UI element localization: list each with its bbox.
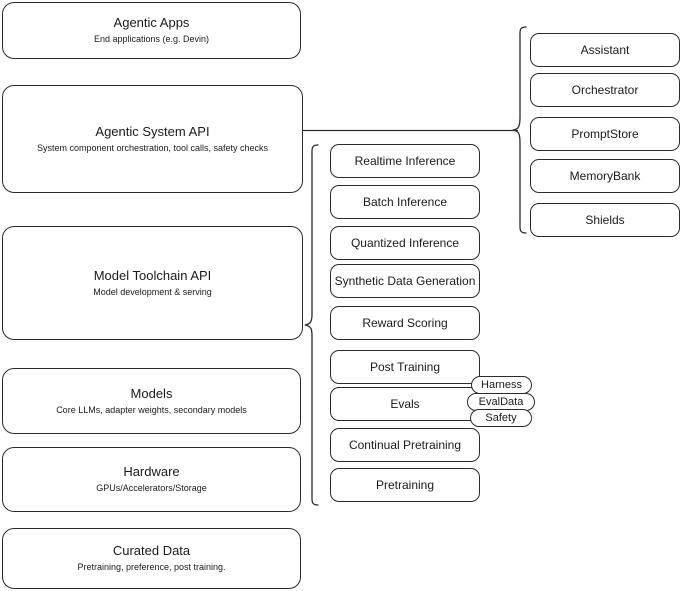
layer-subtitle: Core LLMs, adapter weights, secondary mo…	[56, 404, 247, 415]
component-label: Orchestrator	[571, 83, 639, 97]
component-orchestrator[interactable]: Orchestrator	[530, 73, 680, 107]
layer-box-hardware[interactable]: Hardware GPUs/Accelerators/Storage	[2, 447, 301, 512]
component-evals[interactable]: Evals	[330, 387, 480, 421]
component-promptstore[interactable]: PromptStore	[530, 117, 680, 151]
layer-title: Curated Data	[112, 543, 191, 558]
agentic-components-brace	[512, 22, 528, 244]
component-synthetic-data-generation[interactable]: Synthetic Data Generation	[330, 264, 480, 298]
component-label: Batch Inference	[362, 195, 448, 209]
component-quantized-inference[interactable]: Quantized Inference	[330, 226, 480, 260]
component-reward-scoring[interactable]: Reward Scoring	[330, 306, 480, 340]
layer-subtitle: End applications (e.g. Devin)	[93, 34, 210, 44]
component-pretraining[interactable]: Pretraining	[330, 468, 480, 502]
component-post-training[interactable]: Post Training	[330, 350, 480, 384]
layer-box-agentic-apps[interactable]: Agentic Apps End applications (e.g. Devi…	[2, 2, 301, 59]
layer-subtitle: System component orchestration, tool cal…	[36, 142, 269, 153]
component-label: Shields	[585, 213, 625, 227]
eval-pill-evaldata[interactable]: EvalData	[467, 393, 535, 411]
layer-box-models[interactable]: Models Core LLMs, adapter weights, secon…	[2, 368, 301, 434]
component-label: Assistant	[580, 43, 630, 57]
component-label: Quantized Inference	[350, 236, 460, 250]
component-label: Evals	[390, 397, 420, 411]
layer-box-agentic-system-api[interactable]: Agentic System API System component orch…	[2, 85, 303, 193]
toolchain-components-brace	[304, 140, 320, 522]
layer-box-curated-data[interactable]: Curated Data Pretraining, preference, po…	[2, 528, 301, 589]
component-shields[interactable]: Shields	[530, 203, 680, 237]
eval-pill-harness[interactable]: Harness	[471, 376, 532, 394]
layer-title: Models	[130, 385, 173, 401]
eval-pill-label: Harness	[481, 379, 522, 391]
component-realtime-inference[interactable]: Realtime Inference	[330, 144, 480, 178]
layer-subtitle: Model development & serving	[93, 286, 212, 297]
layer-subtitle: GPUs/Accelerators/Storage	[96, 483, 207, 493]
component-continual-pretraining[interactable]: Continual Pretraining	[330, 428, 480, 462]
eval-pill-label: EvalData	[478, 396, 524, 408]
agentic-connector-line	[300, 124, 522, 137]
component-assistant[interactable]: Assistant	[530, 33, 680, 67]
layer-title: Agentic System API	[95, 123, 210, 139]
component-label: Continual Pretraining	[348, 438, 462, 452]
eval-pill-safety[interactable]: Safety	[470, 409, 532, 427]
layer-title: Model Toolchain API	[93, 267, 212, 283]
component-label: Synthetic Data Generation	[334, 274, 476, 288]
component-label: MemoryBank	[569, 169, 641, 183]
component-label: Pretraining	[375, 478, 435, 492]
eval-pill-label: Safety	[485, 412, 517, 424]
component-label: PromptStore	[571, 127, 639, 141]
layer-subtitle: Pretraining, preference, post training.	[77, 562, 226, 572]
component-label: Reward Scoring	[362, 316, 448, 330]
component-batch-inference[interactable]: Batch Inference	[330, 185, 480, 219]
layer-title: Hardware	[123, 464, 180, 479]
component-label: Post Training	[369, 360, 441, 374]
layer-box-model-toolchain-api[interactable]: Model Toolchain API Model development & …	[2, 226, 303, 340]
component-memorybank[interactable]: MemoryBank	[530, 159, 680, 193]
component-label: Realtime Inference	[354, 154, 456, 168]
layer-title: Agentic Apps	[113, 15, 190, 30]
